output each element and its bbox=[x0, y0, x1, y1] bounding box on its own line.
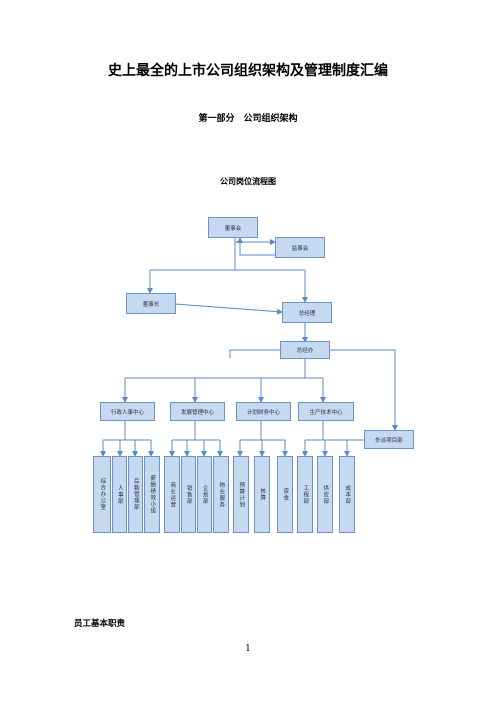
dept-accounting: 核算 bbox=[254, 456, 270, 533]
center-finance: 计划财务中心 bbox=[236, 402, 291, 421]
document-title: 史上最全的上市公司组织架构及管理制度汇编 bbox=[108, 63, 388, 79]
dept-commercial: 商业运营 bbox=[164, 456, 180, 533]
dept-budget: 预算计划 bbox=[233, 456, 249, 533]
dept-supply: 供应部 bbox=[317, 456, 333, 533]
dept-logistics: 后勤管理部 bbox=[128, 456, 143, 533]
dept-property: 物业服务 bbox=[213, 456, 229, 533]
dept-planning: 企划部 bbox=[197, 456, 212, 533]
general-manager-box: 总经理 bbox=[282, 302, 332, 323]
dept-sales: 销售部 bbox=[181, 456, 196, 533]
center-development: 发展管理中心 bbox=[170, 402, 225, 421]
part-heading: 第一部分 公司组织架构 bbox=[198, 114, 298, 124]
dept-general-office: 综合办公室 bbox=[93, 456, 111, 533]
chart-title: 公司岗位流程图 bbox=[220, 177, 276, 186]
page-number: 1 bbox=[245, 644, 251, 654]
dept-cost: 成本部 bbox=[339, 456, 355, 533]
dept-funds: 资金 bbox=[277, 456, 293, 533]
section-heading: 员工基本职责 bbox=[74, 619, 126, 629]
chairman-box: 董事长 bbox=[126, 293, 176, 314]
external-project-box: 外派项目部 bbox=[364, 430, 414, 449]
center-admin-hr: 行政人事中心 bbox=[100, 402, 155, 421]
supervisors-box: 监事会 bbox=[275, 237, 325, 258]
board-box: 董事会 bbox=[208, 217, 258, 238]
gm-office-box: 总经办 bbox=[280, 341, 330, 359]
center-production: 生产技术中心 bbox=[298, 402, 354, 421]
dept-hr: 人事部 bbox=[112, 456, 127, 533]
dept-compensation: 薪酬绩效小组 bbox=[144, 456, 160, 533]
dept-engineering: 工程部 bbox=[297, 456, 313, 533]
